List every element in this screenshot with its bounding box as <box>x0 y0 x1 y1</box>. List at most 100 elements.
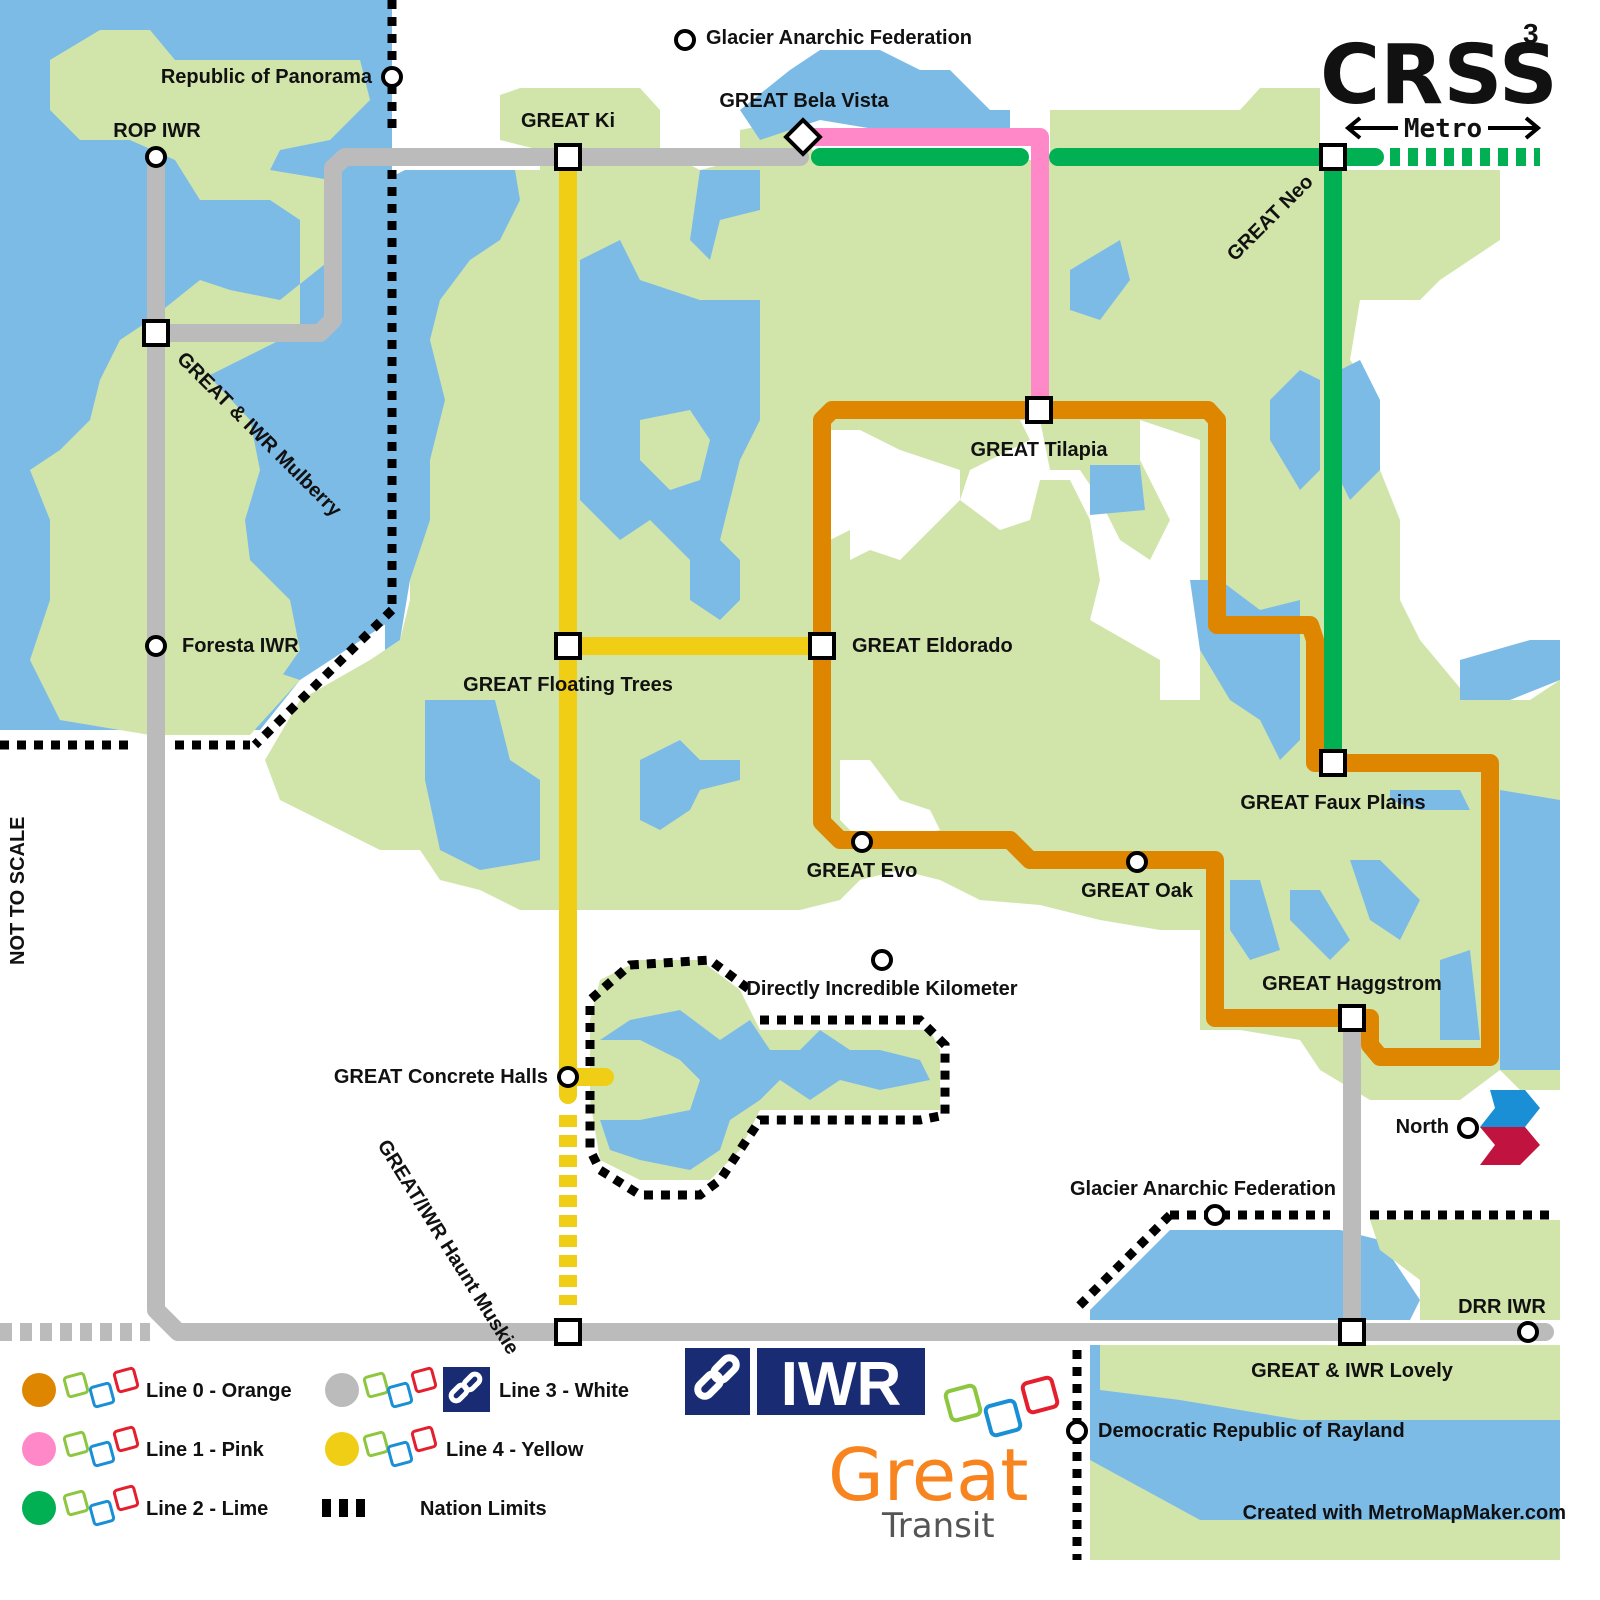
mini-train-icon <box>362 1366 438 1409</box>
label-foresta-iwr: Foresta IWR <box>182 635 299 657</box>
legend-nation-limits-label: Nation Limits <box>420 1498 547 1520</box>
ne-water-3 <box>1340 360 1380 500</box>
station-drr-iwr[interactable] <box>1517 1321 1539 1343</box>
legend-nation-limits: Nation Limits <box>322 1498 547 1520</box>
legend-line1-label: Line 1 - Pink <box>146 1439 265 1461</box>
east-water-5 <box>1290 890 1350 960</box>
chain-link-icon <box>448 1371 483 1404</box>
station-great-floating-trees[interactable] <box>554 632 582 660</box>
station-great-faux-plains[interactable] <box>1319 749 1347 777</box>
label-glacier-south: Glacier Anarchic Federation <box>1070 1178 1336 1200</box>
station-great-lovely[interactable] <box>1338 1318 1366 1346</box>
clearing-2 <box>830 430 960 560</box>
station-north[interactable] <box>1457 1117 1479 1139</box>
line-1-pink <box>796 128 1049 419</box>
station-glacier-north[interactable] <box>674 29 696 51</box>
east-water-4 <box>1230 880 1280 960</box>
station-directly-incredible[interactable] <box>871 949 893 971</box>
central-water-1 <box>385 170 520 650</box>
se-land-south <box>1090 1460 1560 1560</box>
white-swatch-icon <box>325 1373 359 1407</box>
arrow-left-head-icon <box>1344 116 1362 140</box>
label-rop-iwr: ROP IWR <box>113 120 201 142</box>
label-republic-panorama: Republic of Panorama <box>161 66 373 88</box>
station-great-tilapia[interactable] <box>1025 396 1053 424</box>
central-water-4 <box>640 410 710 490</box>
crss-superscript: 3 <box>1523 18 1539 49</box>
orange-swatch-icon <box>22 1373 56 1407</box>
label-great-floating-trees: GREAT Floating Trees <box>463 674 673 696</box>
stations <box>142 29 1539 1442</box>
label-north: North <box>1396 1116 1449 1138</box>
great-transit-logo: Great Transit <box>828 1375 1060 1546</box>
station-great-ki[interactable] <box>554 143 582 171</box>
iwr-logo-text: IWR <box>781 1350 902 1419</box>
legend: Line 0 - Orange Line 1 - Pink Line 2 - L… <box>22 1366 629 1527</box>
station-great-concrete-halls[interactable] <box>557 1066 579 1088</box>
east-water-3 <box>1500 790 1560 1070</box>
legend-line4-label: Line 4 - Yellow <box>446 1439 584 1461</box>
station-democratic-rayland[interactable] <box>1066 1420 1088 1442</box>
station-great-oak[interactable] <box>1126 851 1148 873</box>
north-compass-icon <box>1480 1090 1540 1165</box>
station-haunt-muskie[interactable] <box>554 1318 582 1346</box>
station-republic-panorama[interactable] <box>381 66 403 88</box>
station-great-bela-vista[interactable] <box>783 117 823 157</box>
crss-subtitle: Metro <box>1404 114 1482 144</box>
central-water-6 <box>640 740 740 830</box>
legend-line0-label: Line 0 - Orange <box>146 1380 292 1402</box>
nation-limits <box>0 0 1550 1560</box>
label-great-haggstrom: GREAT Haggstrom <box>1262 973 1442 995</box>
station-rop-iwr[interactable] <box>145 146 167 168</box>
line-0-orange <box>813 401 1499 1066</box>
label-great-ki: GREAT Ki <box>521 110 615 132</box>
station-great-neo[interactable] <box>1319 143 1347 171</box>
station-great-eldorado[interactable] <box>808 632 836 660</box>
legend-line3: Line 3 - White <box>325 1366 629 1412</box>
east-water-8 <box>1460 640 1560 700</box>
legend-line2-label: Line 2 - Lime <box>146 1498 268 1520</box>
label-great-eldorado: GREAT Eldorado <box>852 635 1013 657</box>
tilapia-pond <box>1090 465 1145 515</box>
east-water-6 <box>1350 860 1420 940</box>
legend-line1: Line 1 - Pink <box>22 1425 265 1468</box>
great-logo-text: Great <box>828 1433 1028 1517</box>
label-great-oak: GREAT Oak <box>1081 880 1194 902</box>
iwr-logo: IWR <box>685 1348 925 1419</box>
label-drr-iwr: DRR IWR <box>1458 1296 1546 1318</box>
crss-title: CRSS <box>1320 28 1558 123</box>
se-water <box>1090 1230 1420 1320</box>
legend-line2: Line 2 - Lime <box>22 1484 268 1527</box>
label-great-faux-plains: GREAT Faux Plains <box>1240 792 1425 814</box>
label-great-bela-vista: GREAT Bela Vista <box>719 90 889 112</box>
mini-train-icon <box>62 1425 140 1468</box>
transit-logo-text: Transit <box>881 1506 995 1546</box>
station-foresta-iwr[interactable] <box>145 635 167 657</box>
east-water-7 <box>1440 950 1480 1040</box>
mini-train-icon <box>362 1425 438 1468</box>
label-directly-incredible: Directly Incredible Kilometer <box>746 978 1017 1000</box>
label-not-to-scale: NOT TO SCALE <box>7 816 29 965</box>
label-glacier-north: Glacier Anarchic Federation <box>706 27 972 49</box>
legend-line4: Line 4 - Yellow <box>325 1425 584 1468</box>
west-land <box>30 30 370 735</box>
dik-water <box>600 1010 930 1170</box>
mini-train-icon <box>62 1484 140 1527</box>
yellow-swatch-icon <box>325 1432 359 1466</box>
central-water-5 <box>425 700 540 870</box>
pink-swatch-icon <box>22 1432 56 1466</box>
label-democratic-rayland: Democratic Republic of Rayland <box>1098 1420 1405 1442</box>
mini-train-icon <box>62 1366 140 1409</box>
station-great-evo[interactable] <box>851 831 873 853</box>
station-great-mulberry[interactable] <box>142 319 170 347</box>
line-3-white <box>147 148 1554 1341</box>
east-water-2 <box>1390 790 1470 810</box>
se-land-east <box>1370 1220 1560 1320</box>
station-glacier-south[interactable] <box>1204 1204 1226 1226</box>
crss-logo: CRSS 3 Metro <box>1320 18 1558 144</box>
train-cars-icon <box>943 1375 1060 1438</box>
station-great-haggstrom[interactable] <box>1338 1004 1366 1032</box>
clearing-3 <box>840 760 940 840</box>
west-land-strip <box>170 340 300 730</box>
